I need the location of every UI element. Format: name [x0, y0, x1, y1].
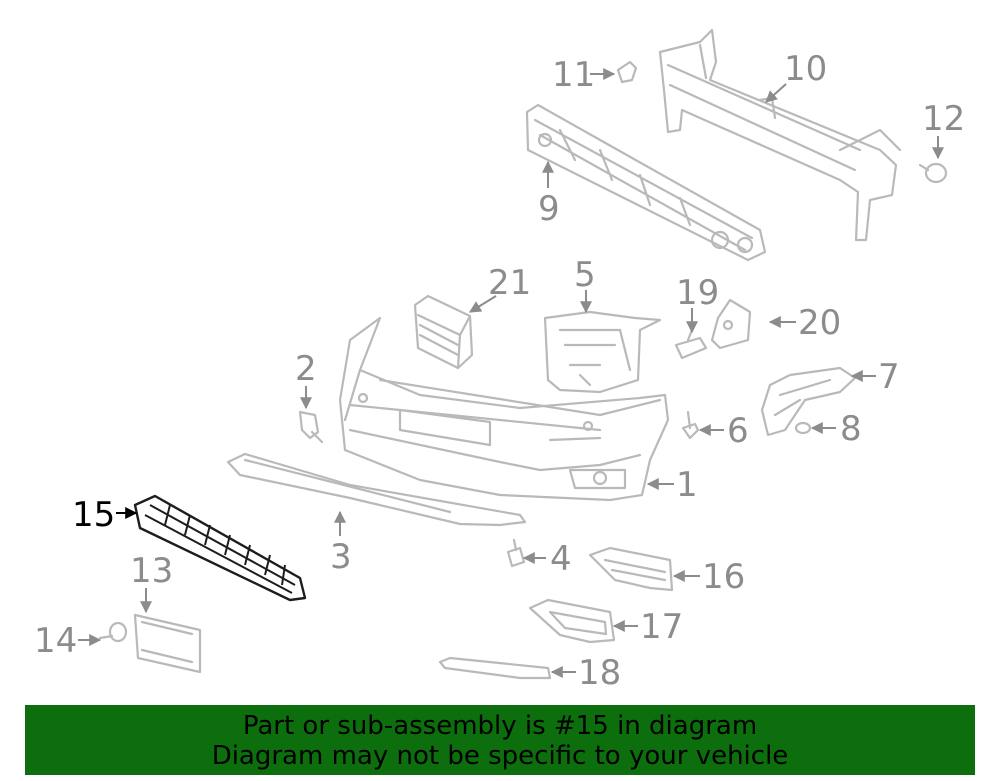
part-7-guide — [760, 366, 857, 437]
part-4-screw — [506, 538, 526, 568]
callout-1: 1 — [676, 465, 698, 505]
part-6-bolt — [681, 410, 700, 440]
callout-6: 6 — [727, 411, 749, 451]
callout-5: 5 — [574, 255, 596, 295]
callout-17: 17 — [640, 607, 683, 647]
part-8-nut — [794, 421, 812, 435]
part-5-bracket — [543, 310, 662, 394]
part-12-screw — [918, 162, 948, 184]
info-banner: Part or sub-assembly is #15 in diagram D… — [25, 705, 975, 775]
banner-line-2: Diagram may not be specific to your vehi… — [211, 741, 789, 771]
part-18-trim-strip — [438, 656, 552, 680]
callout-18: 18 — [578, 653, 621, 693]
callout-9: 9 — [538, 189, 560, 229]
callout-3: 3 — [330, 537, 352, 577]
part-16-grille-insert — [588, 546, 674, 592]
leader-lines — [78, 68, 944, 678]
callout-4: 4 — [550, 539, 572, 579]
callout-21: 21 — [488, 263, 531, 303]
callout-20: 20 — [798, 303, 841, 343]
callout-19: 19 — [676, 273, 719, 313]
callout-10: 10 — [784, 49, 827, 89]
callout-8: 8 — [840, 409, 862, 449]
banner-line-1: Part or sub-assembly is #15 in diagram — [242, 711, 758, 741]
part-1-bumper-cover — [338, 316, 670, 502]
callout-11: 11 — [552, 55, 595, 95]
part-14-screw — [98, 621, 128, 643]
part-19-sensor — [674, 328, 708, 360]
callout-13: 13 — [130, 551, 173, 591]
callout-16: 16 — [702, 557, 745, 597]
callout-15: 15 — [72, 495, 115, 535]
part-11-bolt — [616, 60, 638, 84]
part-13-license-bracket — [133, 613, 202, 674]
callout-labels: 11 10 12 9 21 5 19 20 2 7 6 8 1 15 3 4 1… — [34, 49, 965, 693]
part-15-lower-grille — [133, 494, 307, 602]
callout-14: 14 — [34, 621, 77, 661]
part-10-reinforcement-beam — [658, 28, 902, 242]
part-17-grille-frame — [528, 598, 616, 644]
callout-12: 12 — [922, 99, 965, 139]
part-20-bracket — [710, 298, 752, 350]
callout-2: 2 — [295, 349, 317, 389]
callout-7: 7 — [878, 357, 900, 397]
part-3-lower-spoiler — [226, 452, 527, 527]
part-9-energy-absorber — [525, 103, 767, 262]
part-21-module — [413, 294, 474, 370]
part-2-clip — [298, 410, 324, 444]
